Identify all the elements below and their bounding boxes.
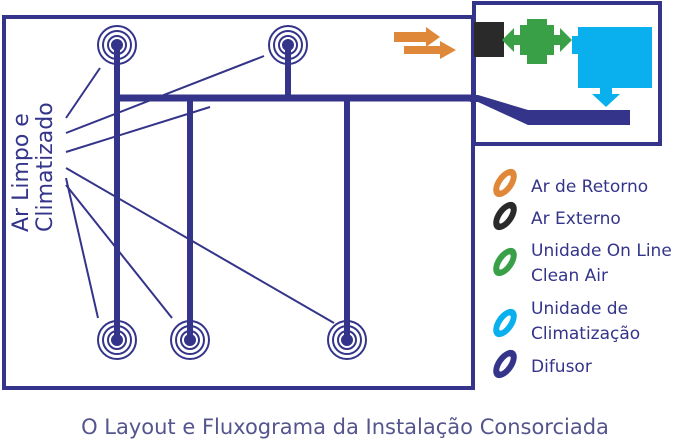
legend-item-externo: Ar Externo: [493, 201, 621, 231]
supply-down-arrow: [592, 88, 620, 107]
supply-duct-transition: [470, 95, 630, 125]
diffuser-bottom-right: [327, 320, 367, 360]
legend-label-difusor: Difusor: [531, 357, 592, 377]
duct-network: [114, 45, 474, 340]
return-air-arrow-lower: [404, 41, 456, 59]
diffusers: [97, 25, 367, 360]
double-arrow-right: [554, 28, 572, 52]
double-arrow-left: [502, 28, 520, 52]
external-air-unit: [474, 22, 504, 57]
equipment-room-outline: [472, 1, 662, 146]
legend-label-online-line1: Unidade On Line: [531, 241, 672, 261]
diffuser-top-center: [268, 25, 308, 65]
side-label: Ar Limpo e Climatizado: [9, 102, 58, 232]
legend-item-climatizacao: Unidade de Climatização: [493, 299, 640, 344]
legend-label-climatizacao-line1: Unidade de: [531, 299, 628, 319]
pointer-line: [65, 67, 101, 119]
legend-label-climatizacao-line2: Climatização: [531, 324, 640, 344]
caption: O Layout e Fluxograma da Instalação Cons…: [81, 415, 609, 439]
room-outline: [2, 15, 475, 390]
diffuser-bottom-left: [97, 320, 137, 360]
legend-label-externo: Ar Externo: [531, 209, 621, 229]
pointer-line: [65, 167, 335, 324]
online-clean-air-unit: [520, 19, 554, 64]
legend-item-online: Unidade On Line Clean Air: [493, 241, 672, 286]
side-label-line2: Climatizado: [33, 102, 58, 232]
label-pointer-lines: [65, 55, 335, 324]
legend-label-online-line2: Clean Air: [531, 266, 608, 286]
legend-item-difusor: Difusor: [493, 349, 592, 379]
diffuser-bottom-middle: [170, 320, 210, 360]
legend: Ar de Retorno Ar Externo Unidade On Line…: [493, 168, 672, 379]
pointer-line: [65, 177, 99, 319]
legend-label-retorno: Ar de Retorno: [531, 177, 648, 197]
return-air-arrow-upper: [394, 27, 440, 47]
diffuser-top-left: [97, 25, 137, 65]
return-air-arrows: [394, 27, 456, 59]
side-label-line1: Ar Limpo e: [9, 113, 34, 232]
pointer-line: [65, 106, 211, 153]
climatization-unit: [572, 27, 652, 88]
legend-item-retorno: Ar de Retorno: [493, 168, 648, 198]
